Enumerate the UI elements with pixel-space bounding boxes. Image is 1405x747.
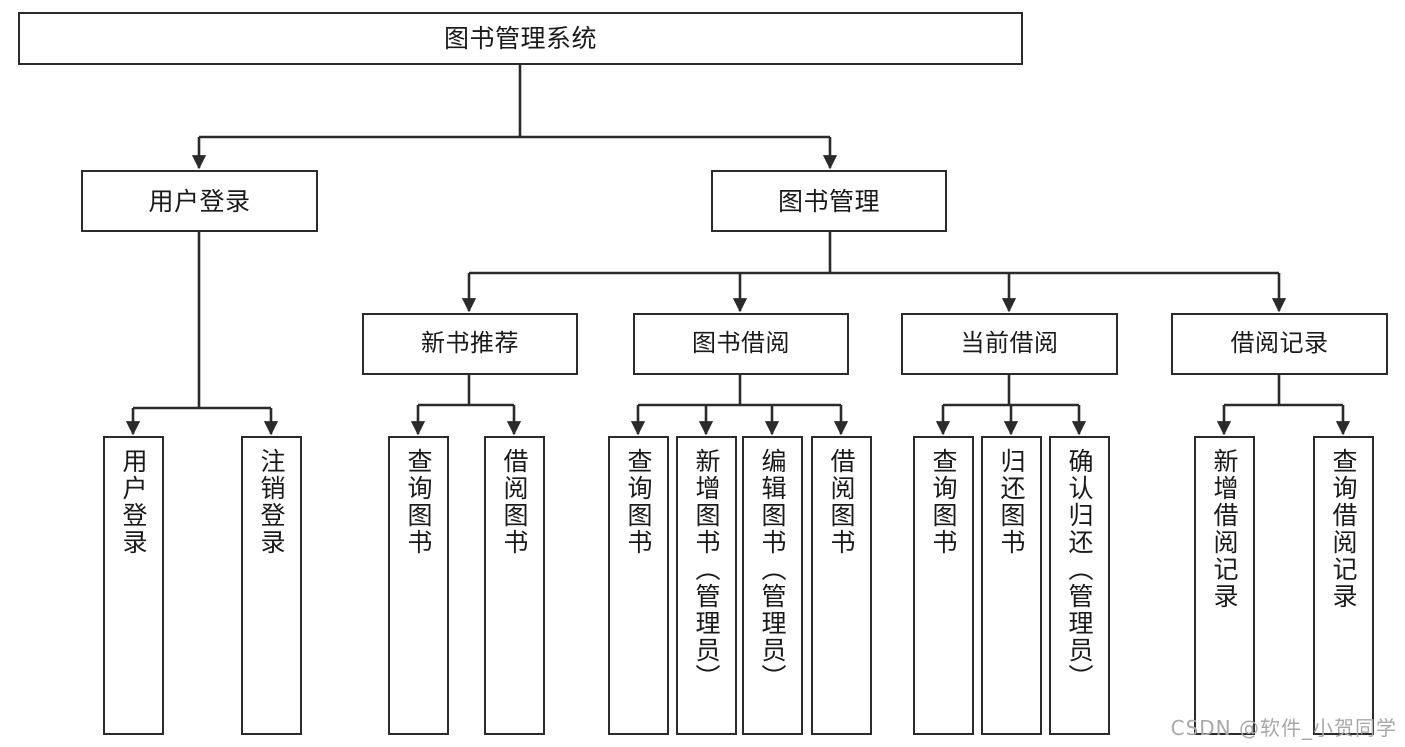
node-new-book-recommend[interactable]: 新书推荐 [362,313,578,375]
leaf-book-borrow-query-book[interactable]: 查询图书 [608,436,669,735]
node-label: 借阅记录 [1230,329,1329,358]
node-current-borrow[interactable]: 当前借阅 [901,313,1118,375]
node-label: 借阅图书 [827,448,856,556]
node-label: 归还图书 [997,448,1026,556]
leaf-current-borrow-confirm-return[interactable]: 确认归还（管理员） [1049,436,1110,735]
node-label: 新增图书（管理员） [692,448,721,691]
leaf-book-borrow-edit-book[interactable]: 编辑图书（管理员） [742,436,803,735]
node-label: 图书借阅 [692,329,790,358]
node-label: 借阅图书 [500,448,529,556]
node-root-system[interactable]: 图书管理系统 [18,12,1023,65]
leaf-user-login-login[interactable]: 用户登录 [103,436,164,735]
leaf-book-borrow-borrow-book[interactable]: 借阅图书 [811,436,872,735]
node-label: 当前借阅 [960,329,1059,358]
node-label: 查询图书 [929,448,958,556]
leaf-new-book-borrow-book[interactable]: 借阅图书 [484,436,545,735]
node-label: 确认归还（管理员） [1065,448,1094,691]
node-label: 查询借阅记录 [1329,448,1358,610]
node-label: 新增借阅记录 [1210,448,1239,610]
leaf-current-borrow-return-book[interactable]: 归还图书 [981,436,1042,735]
node-book-borrow[interactable]: 图书借阅 [633,313,849,375]
leaf-book-borrow-add-book[interactable]: 新增图书（管理员） [676,436,737,735]
leaf-borrow-record-add-record[interactable]: 新增借阅记录 [1194,436,1255,735]
node-label: 注销登录 [257,448,286,556]
node-borrow-record[interactable]: 借阅记录 [1171,313,1388,375]
leaf-new-book-query-book[interactable]: 查询图书 [388,436,449,735]
node-label: 图书管理 [777,186,880,216]
node-label: 查询图书 [624,448,653,556]
node-label: 查询图书 [404,448,433,556]
node-book-management[interactable]: 图书管理 [711,170,947,232]
leaf-borrow-record-query-record[interactable]: 查询借阅记录 [1313,436,1374,735]
node-label: 编辑图书（管理员） [758,448,787,691]
node-label: 用户登录 [119,448,148,556]
node-label: 新书推荐 [421,329,519,358]
node-user-login[interactable]: 用户登录 [81,170,318,232]
leaf-current-borrow-query-book[interactable]: 查询图书 [913,436,974,735]
node-label: 图书管理系统 [443,24,597,53]
node-label: 用户登录 [148,186,251,216]
leaf-user-login-logout[interactable]: 注销登录 [241,436,302,735]
